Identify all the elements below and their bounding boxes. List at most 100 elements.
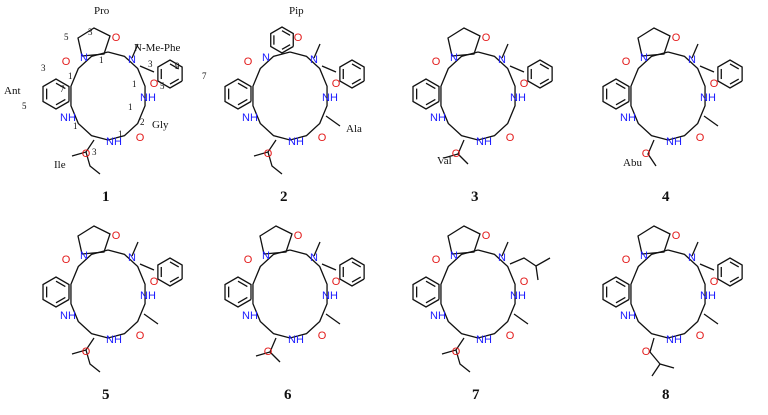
pyrrolidine-ring (447, 27, 481, 57)
side-chain-bond (139, 65, 155, 73)
double-bond (729, 276, 740, 283)
anthranilate-ring (42, 78, 70, 110)
double-bond (351, 261, 362, 268)
nitrogen-atom: N (450, 250, 458, 262)
nitrogen-atom: N (128, 54, 136, 66)
locant: 3 (148, 59, 153, 69)
pyrrolidine-ring (637, 225, 671, 255)
n-methyl-bond (691, 43, 699, 59)
isopropyl-branch (457, 153, 469, 165)
anthranilate-ring (602, 276, 630, 308)
compound-number: 8 (662, 387, 670, 403)
oxygen-atom: O (482, 32, 491, 44)
n-methyl-bond (313, 43, 321, 59)
oxygen-atom: O (520, 276, 529, 288)
double-bond (539, 78, 550, 85)
nitrogen-atom: N (262, 52, 270, 64)
double-bond (237, 82, 248, 90)
side-chain-bond (321, 65, 337, 73)
nitrogen-atom: N (688, 252, 696, 264)
amide-nh: NH (322, 92, 338, 104)
nitrogen-atom: N (498, 54, 506, 66)
double-bond (169, 261, 180, 268)
double-bond (281, 44, 291, 50)
double-bond (615, 296, 626, 304)
methyl-bond (703, 313, 719, 325)
amide-nh: NH (242, 112, 258, 124)
anthranilate-ring (602, 78, 630, 110)
amide-nh: NH (60, 112, 76, 124)
anthranilate-ring (224, 78, 252, 110)
methyl-bond (703, 115, 719, 127)
amide-nh: NH (140, 290, 156, 302)
amide-nh: NH (620, 310, 636, 322)
nitrogen-atom: N (80, 52, 88, 64)
oxygen-atom: O (696, 132, 705, 144)
compound-number: 3 (471, 189, 479, 205)
oxygen-atom: O (432, 254, 441, 266)
macrocycle-ring (630, 51, 706, 141)
compound-number: 7 (472, 387, 480, 403)
label-pro: Pro (94, 5, 110, 17)
oxygen-atom: O (264, 346, 273, 358)
amide-nh: NH (476, 334, 492, 346)
locant: 1 (132, 79, 137, 89)
locant: 5 (160, 81, 165, 91)
oxygen-atom: O (452, 346, 461, 358)
locant: 1 (68, 71, 73, 81)
double-bond (425, 280, 436, 288)
oxygen-atom: O (452, 148, 461, 160)
locant: 7 (202, 71, 207, 81)
phenyl-ring (339, 59, 365, 89)
locant: 7 (60, 84, 65, 94)
sec-butyl-chain (85, 151, 101, 175)
amide-nh: NH (510, 92, 526, 104)
double-bond (351, 78, 362, 85)
oxygen-atom: O (622, 254, 631, 266)
double-bond (351, 276, 362, 283)
double-bond (425, 98, 436, 106)
anthranilate-ring (412, 78, 440, 110)
oxygen-atom: O (112, 32, 121, 44)
oxygen-atom: O (244, 254, 253, 266)
isobutyl-branch (535, 265, 539, 281)
side-chain-bond (509, 65, 525, 73)
label-val: Val (437, 155, 452, 167)
locant: 5 (22, 101, 27, 111)
nitrogen-atom: N (450, 52, 458, 64)
side-chain-bond (699, 263, 715, 271)
methyl-bond (143, 313, 159, 325)
locant: 3 (41, 63, 46, 73)
nitrogen-atom: N (80, 250, 88, 262)
methyl-bond (325, 313, 341, 325)
ethyl-chain (647, 139, 657, 167)
locant: 2 (140, 117, 145, 127)
oxygen-atom: O (62, 56, 71, 68)
double-bond (425, 296, 436, 304)
double-bond (729, 261, 740, 268)
oxygen-atom: O (520, 78, 529, 90)
macrocycle-ring (252, 249, 328, 339)
pyrrolidine-ring (77, 225, 111, 255)
amide-nh: NH (106, 334, 122, 346)
macrocycle-ring (70, 51, 146, 141)
phenyl-ring (157, 59, 183, 89)
oxygen-atom: O (318, 330, 327, 342)
label-ile: Ile (54, 159, 66, 171)
locant: 1 (118, 129, 123, 139)
oxygen-atom: O (710, 276, 719, 288)
amide-nh: NH (666, 334, 682, 346)
oxygen-atom: O (294, 32, 303, 44)
oxygen-atom: O (696, 330, 705, 342)
piperidine-ring (270, 26, 294, 54)
compound-number: 4 (662, 189, 670, 205)
anthranilate-ring (412, 276, 440, 308)
label-ant: Ant (4, 85, 21, 97)
nitrogen-atom: N (310, 252, 318, 264)
nitrogen-atom: N (262, 250, 270, 262)
double-bond (55, 280, 66, 288)
methyl-bond (513, 313, 529, 325)
double-bond (237, 98, 248, 106)
oxygen-atom: O (264, 148, 273, 160)
